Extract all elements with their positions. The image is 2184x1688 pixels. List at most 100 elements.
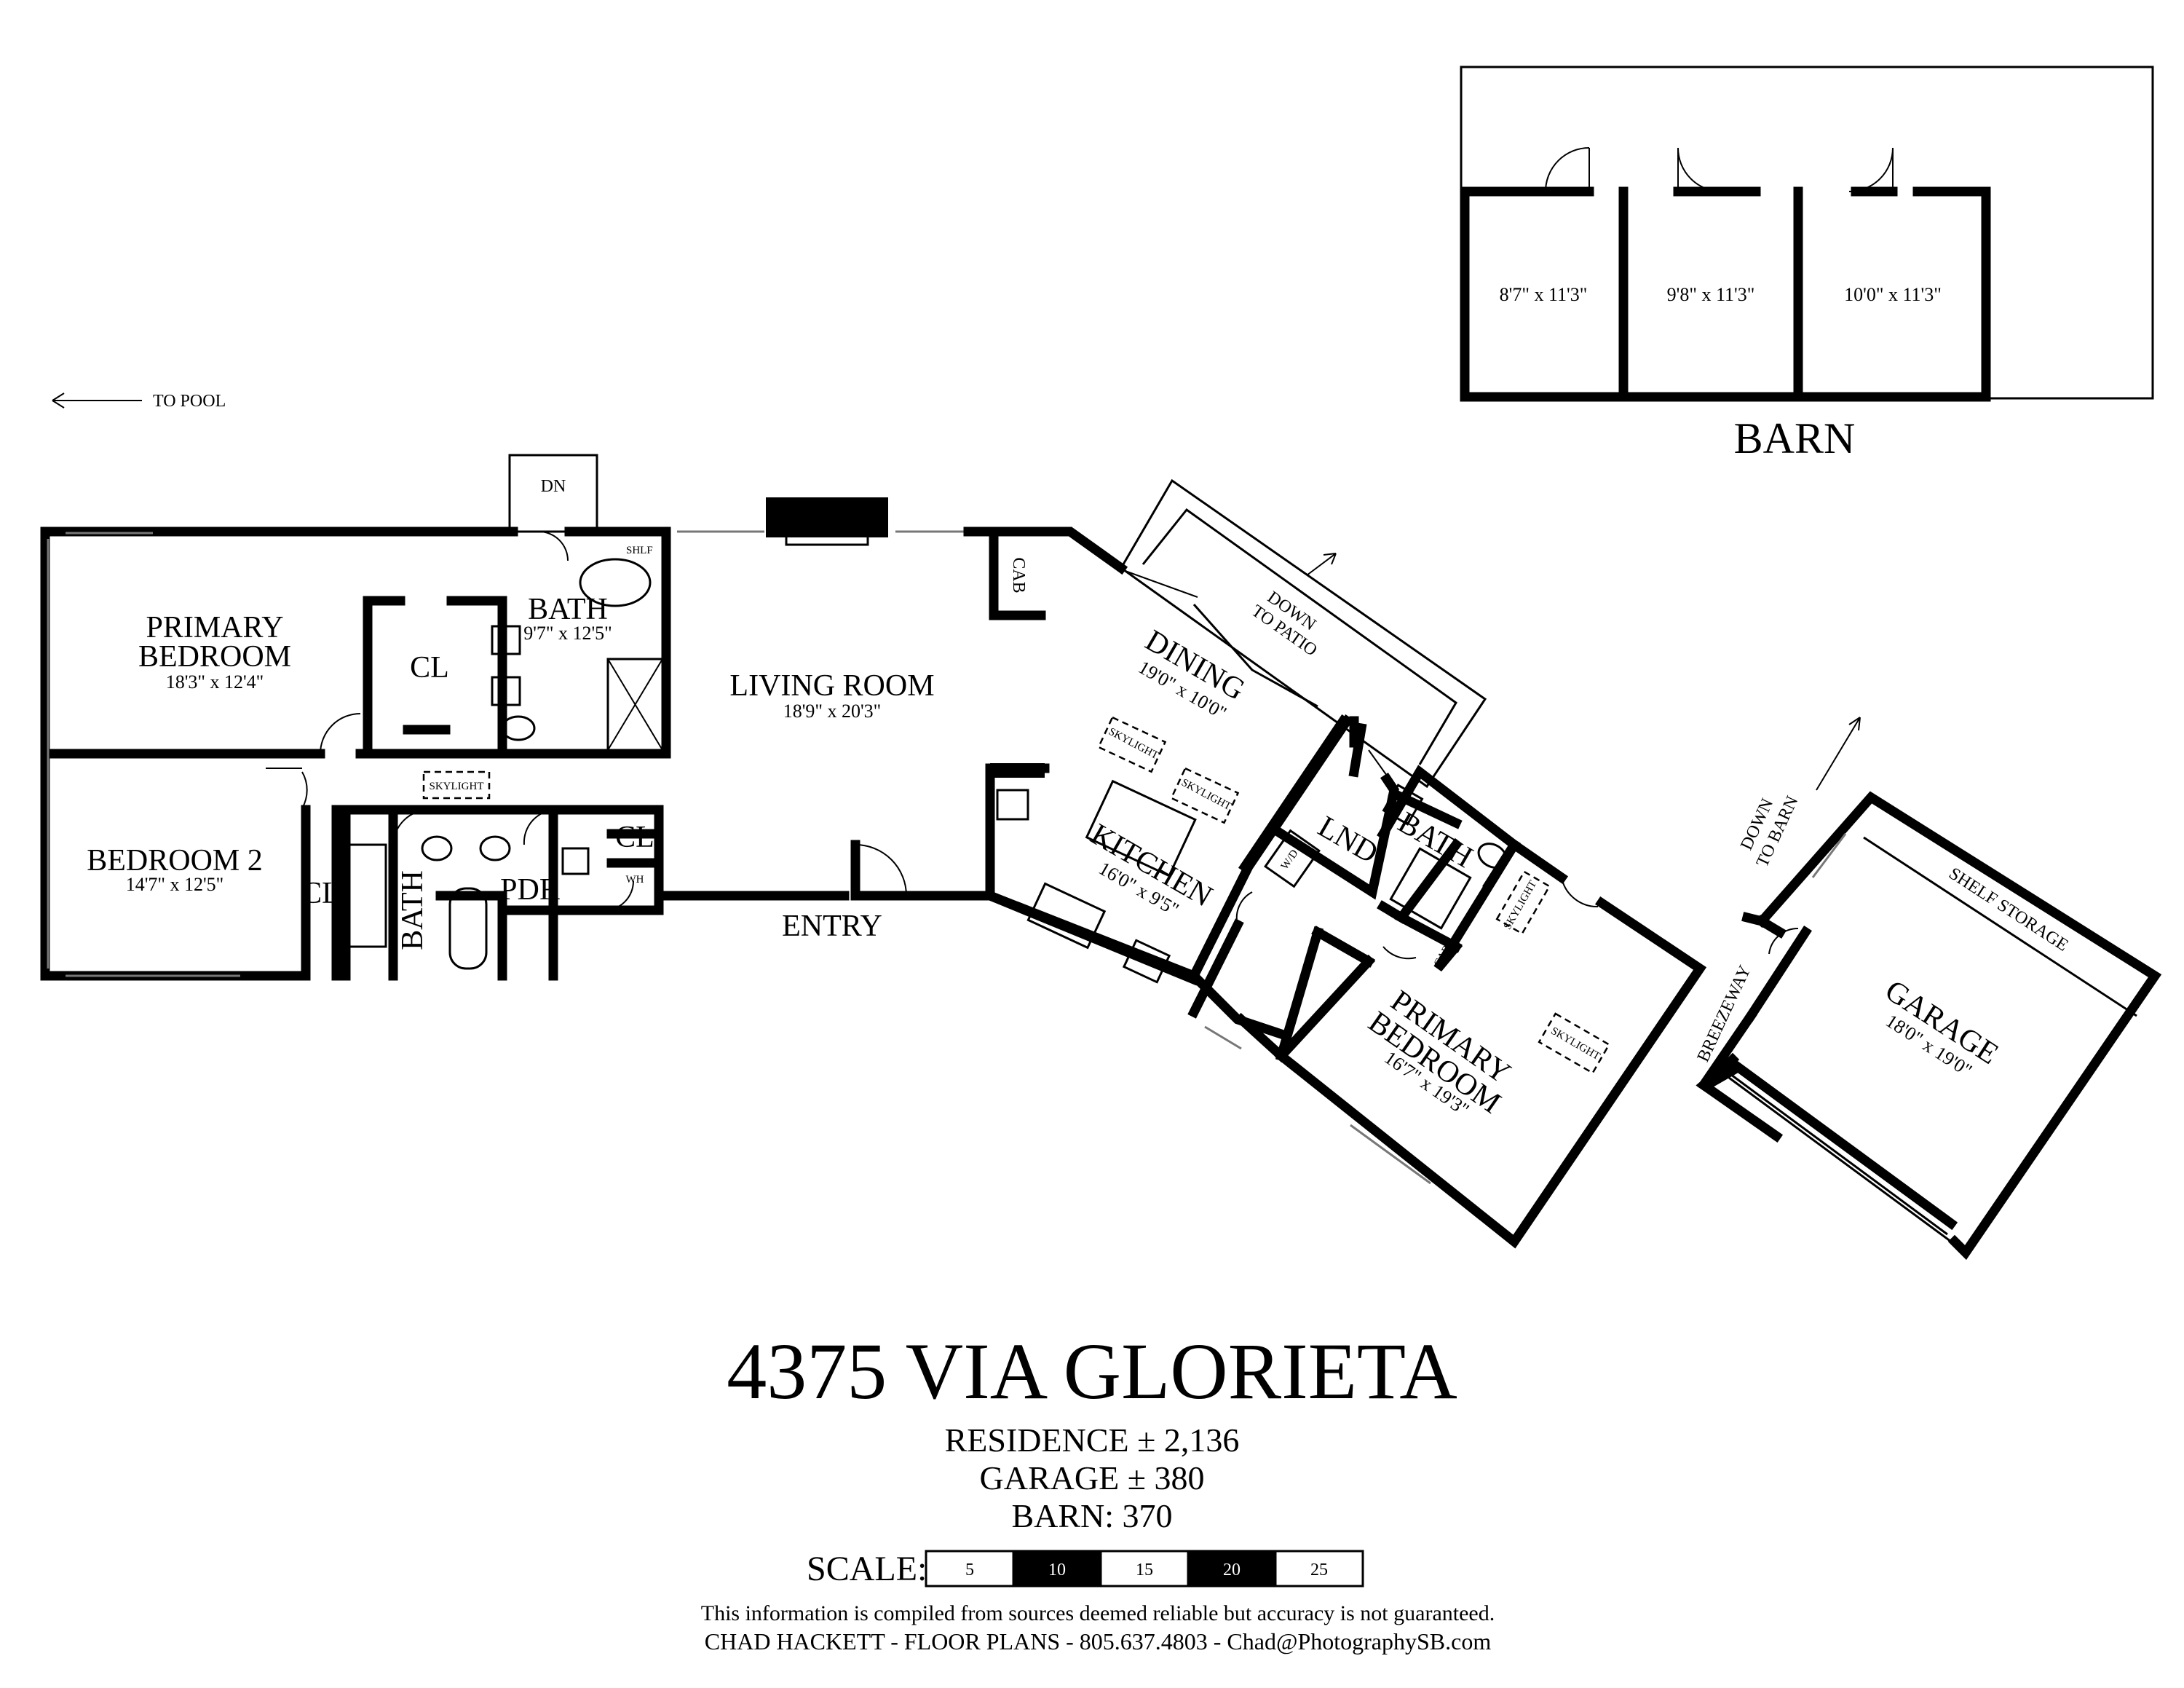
bath-3-cab-walls	[1433, 838, 1521, 972]
arrow-left-icon	[52, 393, 142, 409]
footer: This information is compiled from source…	[701, 1601, 1495, 1655]
skylight-4	[1538, 1012, 1610, 1075]
shlf-label: SHLF	[626, 545, 653, 556]
door-arc-4	[392, 808, 430, 845]
garage-door-track-2	[1725, 1069, 1952, 1243]
cl-wh-walls	[606, 805, 664, 915]
skylight-1	[422, 770, 491, 800]
kitchen-window	[1204, 1025, 1242, 1050]
toilet-4-icon	[1477, 843, 1508, 869]
garage-stub	[1741, 912, 1768, 927]
door-arc-3	[513, 531, 569, 561]
dining-window	[1120, 569, 1198, 598]
door-arc-7	[1235, 891, 1253, 926]
garage-window	[1811, 833, 1847, 878]
scale-tick-15: 15	[1136, 1561, 1153, 1579]
primary-bedroom-1-label-2: BEDROOM	[138, 640, 291, 674]
down-to-barn-arrow-icon	[1816, 717, 1861, 791]
toilet-icon-3	[479, 835, 511, 861]
shelf-storage-line	[1863, 836, 2137, 1017]
primary-bedroom-1-dim: 18'3" x 12'4"	[166, 671, 264, 693]
wd-label: W/D	[1279, 848, 1301, 872]
bath-1-label: BATH	[528, 593, 608, 626]
cl-2-label: CL	[615, 821, 654, 854]
patio-outline	[1120, 478, 1487, 789]
scale-segment-5	[1274, 1550, 1364, 1588]
kitchen-island	[1085, 779, 1197, 877]
dn-label: DN	[541, 477, 566, 496]
patio-inner	[1142, 508, 1457, 765]
skylight-2-label: SKYLIGHT	[1107, 726, 1160, 762]
garage-area: GARAGE ± 380	[980, 1459, 1205, 1496]
primary-bedroom-2-walls	[1234, 837, 1707, 1249]
sink-icon-2	[491, 676, 521, 706]
barn: 8'7" x 11'3" 9'8" x 11'3" 10'0" x 11'3" …	[1460, 66, 2154, 462]
center-wing	[963, 478, 1487, 1041]
bath-1-dim: 9'7" x 12'5"	[523, 623, 612, 644]
barn-walls	[1460, 186, 1991, 402]
shower-diagonal-2	[607, 658, 663, 751]
sink-icon-1	[491, 625, 521, 655]
kitchen-end-cap	[990, 763, 1045, 778]
door-arc-5	[523, 808, 558, 845]
scale-bar: SCALE: 5 10 15 20 25	[807, 1550, 1364, 1588]
skylight-5-label: SKYLIGHT	[1502, 879, 1539, 932]
garage-door-jamb	[1965, 1230, 1985, 1253]
barn-door-1	[1545, 147, 1590, 192]
barn-window-2	[1688, 394, 1714, 400]
sink-icon-3	[561, 847, 590, 875]
scale-tick-5: 5	[965, 1561, 974, 1579]
living-room-label: LIVING ROOM	[729, 669, 934, 703]
east-wing	[1187, 714, 1707, 1249]
skylight-5	[1495, 870, 1551, 935]
stair-box	[508, 454, 598, 533]
east-labels: LND W/D BATH CAB SKYLIGHT SKYLIGHT PRIMA…	[1279, 805, 1602, 1120]
garage-walls	[1696, 791, 2162, 1261]
pdr-walls	[435, 891, 609, 981]
garage	[1696, 791, 2162, 1261]
door-arc-1	[320, 713, 361, 754]
bedroom2-closet-label: CL	[301, 877, 341, 910]
door-arc-9	[1561, 877, 1599, 908]
bathtub-icon	[579, 558, 652, 607]
barn-stall-2-dim: 9'8" x 11'3"	[1667, 284, 1755, 305]
fp-label: FP	[818, 519, 837, 538]
vanity-icon	[344, 843, 387, 948]
stove-icon	[1026, 882, 1107, 950]
closet-east-walls	[1274, 926, 1376, 1063]
shower-3-icon	[1389, 847, 1472, 930]
washer-dryer-icon	[1264, 829, 1321, 888]
primary-bedroom-1-label-1: PRIMARY	[146, 611, 283, 644]
barn-window-1	[1522, 394, 1548, 400]
barn-door-3	[1848, 147, 1894, 192]
left-wing-labels: PRIMARY BEDROOM 18'3" x 12'4" CL BATH 9'…	[87, 477, 934, 950]
entry-walls	[661, 840, 995, 901]
address-title: 4375 VIA GLORIETA	[727, 1327, 1457, 1416]
toilet-icon-2	[421, 835, 453, 861]
scale-tick-10: 10	[1048, 1561, 1066, 1579]
entry-door	[855, 844, 907, 896]
bedroom-2-dim: 14'7" x 12'5"	[126, 874, 224, 895]
east-wing-west-wall	[1187, 714, 1367, 982]
barn-title: BARN	[1734, 414, 1856, 462]
skylight-2	[1097, 716, 1167, 773]
garage-west-wall	[1696, 1009, 1758, 1092]
bedroom-2-label: BEDROOM 2	[87, 844, 263, 877]
cab-living-label: CAB	[1009, 557, 1028, 593]
bedroom-window	[1350, 1124, 1431, 1185]
dining-divider	[1192, 604, 1318, 708]
left-wing	[40, 454, 968, 981]
to-pool-arrow: TO POOL	[52, 392, 226, 411]
cab-living-walls	[989, 526, 1046, 620]
pdr-label: PDR	[500, 873, 560, 907]
garage-labels: SHELF STORAGE GARAGE 18'0" x 19'0" BREEZ…	[1694, 717, 2071, 1081]
door-arc-6	[604, 880, 634, 911]
skylight-4-label: SKYLIGHT	[1549, 1025, 1602, 1062]
bath-2-label: BATH	[396, 870, 430, 950]
kitchen-east-wall	[1187, 918, 1244, 1019]
disclaimer: This information is compiled from source…	[701, 1601, 1495, 1625]
door-arc-2	[266, 768, 308, 809]
barn-door-2	[1677, 147, 1722, 192]
fridge-icon	[996, 789, 1029, 821]
